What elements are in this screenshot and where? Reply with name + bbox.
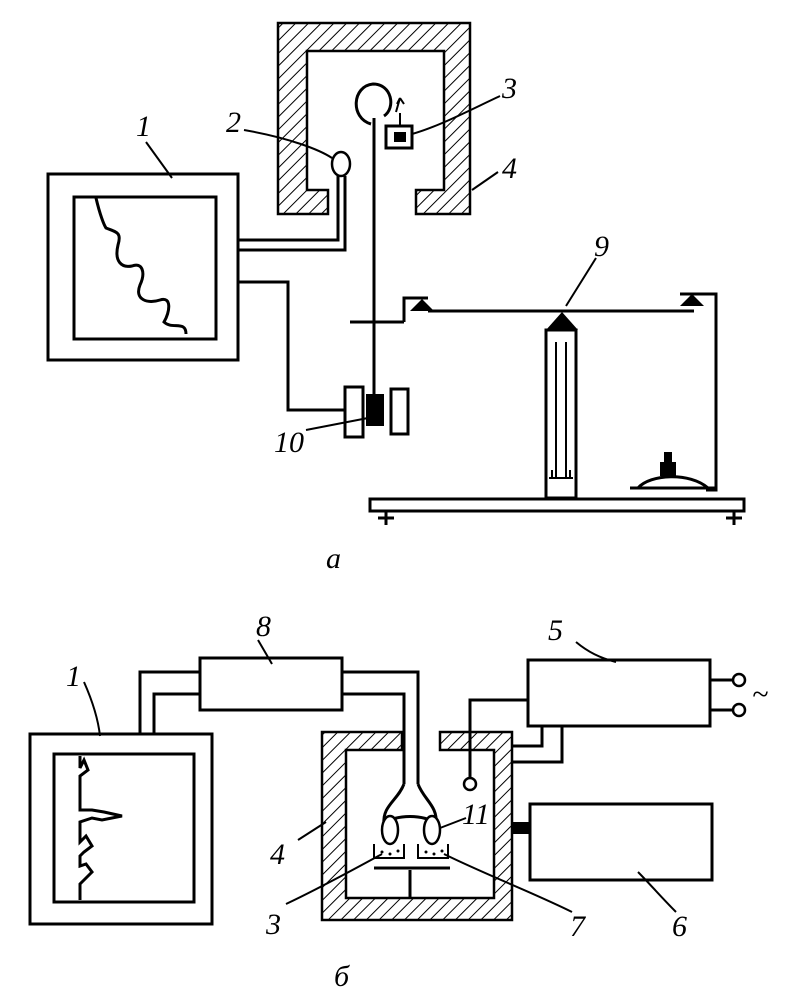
- label-recorder-a: 1: [136, 110, 151, 143]
- suspension-rod: [354, 82, 405, 398]
- ac-symbol: ~: [752, 678, 768, 711]
- leader-lines-b: [83, 639, 677, 913]
- label-amplifier-b: 8: [256, 610, 271, 643]
- label-sample-a: 3: [501, 72, 517, 105]
- base-plate: [368, 497, 746, 525]
- sample-holder-b: [373, 783, 450, 898]
- furnace-a: [276, 21, 472, 216]
- recorder-b: [28, 732, 214, 926]
- label-reference-b: 7: [570, 910, 587, 943]
- label-thermocouple-b: 11: [462, 798, 490, 831]
- controller-6: [512, 802, 714, 882]
- label-recorder-b: 1: [66, 660, 81, 693]
- diagram-b: ~ 1 8 5 4 11 3 7 6 б: [28, 610, 768, 993]
- recorder-trace-b: [78, 756, 123, 900]
- label-furnace-b: 4: [270, 838, 285, 871]
- balance-beam: [350, 292, 718, 492]
- label-controller-b: 6: [672, 910, 687, 943]
- balance-pivot: [544, 312, 578, 500]
- leader-lines-a: [145, 95, 597, 431]
- diagram-a: 1 2 3 4 9 10 а: [46, 21, 746, 575]
- label-sensor-a: 2: [226, 106, 241, 139]
- transducer-10: [238, 280, 410, 439]
- label-transducer-a: 10: [274, 426, 304, 459]
- power-unit-5: ~: [512, 658, 768, 764]
- sample-crucible-a: [384, 113, 414, 150]
- sensor-2: [238, 150, 352, 252]
- amplifier-8: [138, 656, 420, 784]
- label-power-unit-b: 5: [548, 614, 563, 647]
- label-pivot-a: 9: [594, 230, 609, 263]
- label-sample-b: 3: [265, 908, 281, 941]
- caption-b: б: [334, 960, 350, 993]
- counterweight: [630, 452, 716, 490]
- caption-a: а: [326, 542, 341, 575]
- label-furnace-a: 4: [502, 152, 517, 185]
- furnace-b: [320, 730, 514, 922]
- recorder-a: [46, 172, 240, 362]
- thermocouple-11: [462, 698, 530, 792]
- recorder-trace-a: [94, 197, 188, 335]
